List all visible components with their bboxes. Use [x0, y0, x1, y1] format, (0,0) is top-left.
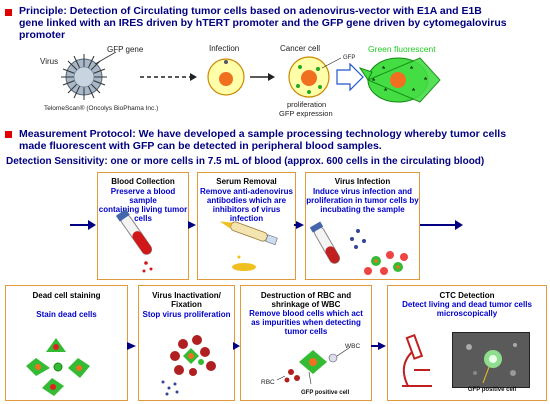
arrow-right-icon [233, 342, 240, 350]
detection-sensitivity: Detection Sensitivity: one or more cells… [6, 156, 485, 167]
gfp-positive-label-1: GFP positive cell [301, 390, 350, 396]
step-desc-line: containing living tumor cells [98, 205, 188, 223]
arrow-right-icon [188, 221, 196, 229]
proliferation-label: proliferation [287, 100, 326, 109]
wbc-label: WBC [345, 343, 360, 350]
top-diagram: GFP gene Virus TelomeScan® (Oncolys BioP… [40, 44, 441, 118]
step-title: Dead cell staining [32, 291, 101, 300]
step-ctc-detection: CTC Detection Detect living and dead tum… [387, 285, 547, 401]
virus-inactivation-icon [161, 335, 216, 396]
rbc-label: RBC [261, 379, 275, 386]
step-desc-line: Induce virus infection and [312, 187, 413, 196]
step-dead-cell-staining: Dead cell staining Stain dead cells [5, 285, 128, 401]
principle-line-2: gene linked with an IRES driven by hTERT… [19, 17, 507, 29]
step-desc-line: inhibitors of virus infection [212, 205, 281, 223]
principle-text: Principle: Detection of Circulating tumo… [19, 5, 547, 41]
step-desc: Remove blood cells which act as impuriti… [241, 309, 371, 336]
infected-cell-icon [207, 58, 245, 96]
step-title: CTC Detection [439, 291, 495, 300]
step-desc-line: Stop virus proliferation [142, 310, 231, 319]
step-title: Virus Inactivation/ Fixation [139, 291, 234, 309]
virus-icon [61, 51, 117, 100]
arrow-right-icon [70, 220, 96, 230]
protocol-line-2: made fluorescent with GFP can be detecte… [19, 140, 382, 152]
blood-tube-icon [115, 208, 153, 273]
fluorescent-cell-image [466, 343, 517, 384]
principle-bullet [5, 9, 12, 16]
svg-text:*: * [372, 77, 376, 86]
row2-arrows [127, 342, 386, 350]
step-title: Serum Removal [216, 177, 277, 186]
svg-text:*: * [382, 65, 386, 74]
virus-incubation-icon [309, 221, 408, 275]
stained-cells-icon [26, 338, 90, 396]
principle-line-1: Principle: Detection of Circulating tumo… [19, 5, 482, 17]
step-rbc-destruction: Destruction of RBC and shrinkage of WBC … [240, 285, 372, 401]
step-title-line: Virus Inactivation/ Fixation [152, 291, 221, 309]
virus-label: Virus [40, 57, 58, 66]
svg-text:*: * [384, 87, 388, 96]
step-desc-line: as impurities when detecting [251, 318, 361, 327]
infection-label: Infection [209, 44, 239, 53]
arrow-right-icon [127, 342, 136, 350]
pipette-icon [219, 221, 278, 271]
cell-separation-icon: WBC RBC GFP positive cell [261, 343, 360, 396]
step-virus-inactivation: Virus Inactivation/ Fixation Stop virus … [138, 285, 235, 401]
dashed-arrow-icon [140, 73, 197, 81]
svg-text:*: * [410, 65, 414, 74]
step-desc-line: Detect living and dead tumor cells [402, 300, 532, 309]
gfp-positive-label-2: GFP positive cell [467, 387, 517, 393]
protocol-text: Measurement Protocol: We have developed … [19, 128, 547, 152]
step-desc-line: antibodies which are [206, 196, 287, 205]
gfp-expression-label: GFP expression [279, 109, 333, 118]
step-virus-infection: Virus Infection Induce virus infection a… [305, 172, 420, 280]
telomescan-label: TelomeScan® (Oncolys BioPhama Inc.) [44, 104, 158, 112]
step-serum-removal: Serum Removal Remove anti-adenovirus ant… [197, 172, 296, 280]
step-desc-line: Preserve a blood sample [110, 187, 176, 205]
principle-line-3: promoter [19, 29, 66, 41]
protocol-bullet [5, 131, 12, 138]
step-blood-collection: Blood Collection Preserve a blood sample… [97, 172, 189, 280]
step-desc: Stop virus proliferation [139, 310, 234, 319]
row1-arrows [70, 220, 463, 230]
outlined-arrow-icon [336, 62, 364, 92]
step-desc-line: tumor cells [284, 327, 328, 336]
green-fluorescent-cell-icon: * * * * * * [358, 57, 441, 103]
green-fluorescent-label: Green fluorescent [368, 44, 436, 54]
arrow-icon [250, 73, 275, 81]
gfp-gene-label: GFP gene [107, 45, 144, 54]
step-desc: Detect living and dead tumor cells micro… [388, 300, 546, 318]
gfp-label: GFP [343, 55, 355, 61]
arrow-right-icon [294, 221, 304, 229]
arrow-right-icon [420, 220, 463, 230]
cancer-cell-label: Cancer cell [280, 44, 320, 53]
step-title: Blood Collection [111, 177, 175, 186]
step-desc: Induce virus infection and proliferation… [306, 187, 419, 214]
step-desc: Preserve a blood sample containing livin… [98, 187, 188, 223]
step-desc: Remove anti-adenovirus antibodies which … [198, 187, 295, 223]
protocol-line-1: Measurement Protocol: We have developed … [19, 128, 507, 140]
step-title-line: Destruction of RBC and shrinkage of WBC [260, 291, 352, 309]
microscope-icon [402, 333, 432, 387]
step-desc-line: microscopically [436, 309, 498, 318]
step-desc-line: Stain dead cells [36, 310, 97, 319]
step-title: Destruction of RBC and shrinkage of WBC [241, 291, 371, 309]
cancer-cell-icon [288, 56, 342, 98]
arrow-right-icon [371, 342, 386, 350]
step-desc: Stain dead cells [6, 310, 127, 319]
step-desc-line: Remove blood cells which act [249, 309, 363, 318]
microscope-image [452, 332, 530, 388]
svg-text:*: * [424, 76, 428, 85]
step-title: Virus Infection [334, 177, 391, 186]
svg-text:*: * [412, 87, 416, 96]
step-desc-line: incubating the sample [320, 205, 405, 214]
step-desc-line: Remove anti-adenovirus [200, 187, 293, 196]
step-desc-line: proliferation in tumor cells by [306, 196, 419, 205]
